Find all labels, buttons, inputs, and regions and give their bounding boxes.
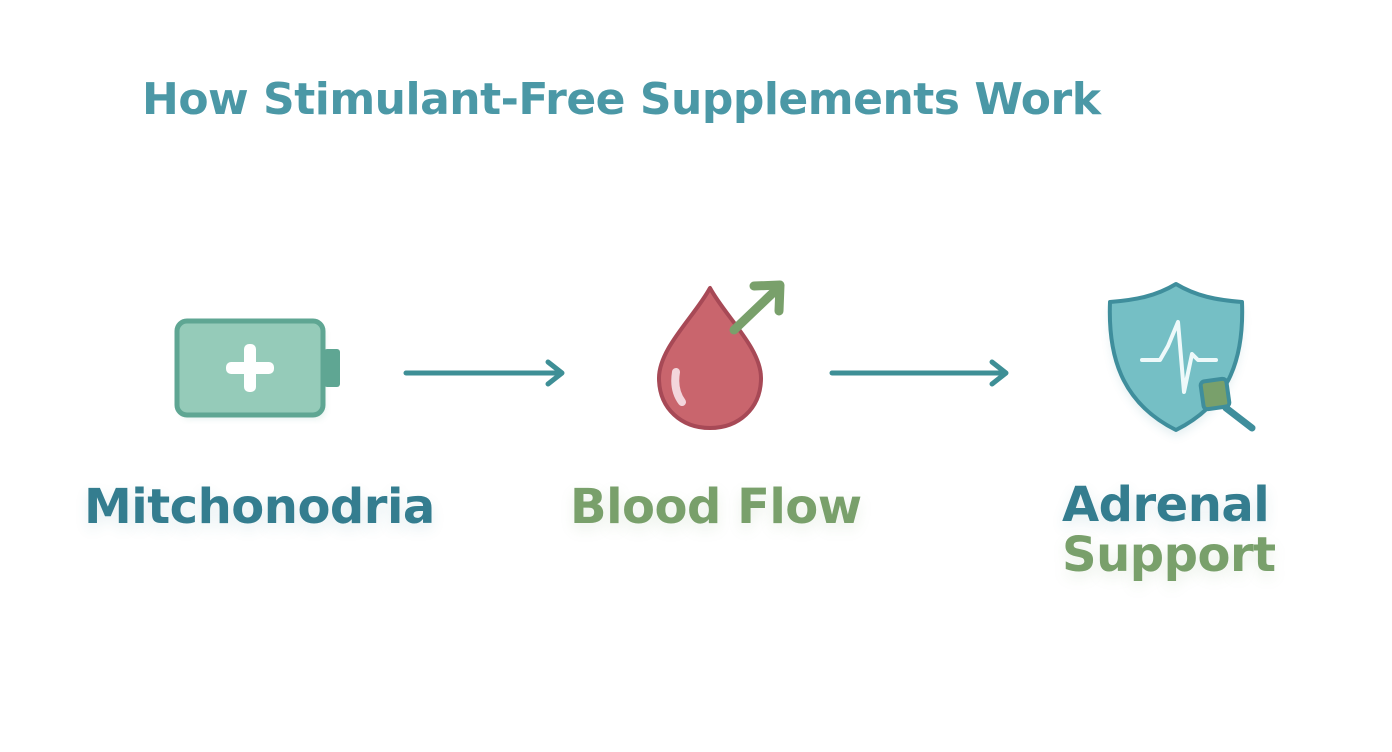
step-label-adrenal-support: Adrenal Support <box>1062 480 1276 581</box>
arrow-right-icon <box>403 359 565 387</box>
battery-plus-icon <box>174 318 340 420</box>
step-label-mitochondria: Mitchonodria <box>84 482 435 532</box>
blood-drop-up-arrow-icon <box>657 280 785 430</box>
step-label-line: Mitchonodria <box>84 479 435 535</box>
step-label-line: Adrenal <box>1062 477 1270 533</box>
step-label-line: Support <box>1062 527 1276 584</box>
shield-heartbeat-magnifier-icon <box>1107 282 1256 436</box>
diagram-title: How Stimulant-Free Supplements Work <box>142 74 1101 125</box>
arrow-right-icon <box>829 359 1009 387</box>
step-label-blood-flow: Blood Flow <box>570 482 862 532</box>
step-label-line: Blood Flow <box>570 479 862 535</box>
